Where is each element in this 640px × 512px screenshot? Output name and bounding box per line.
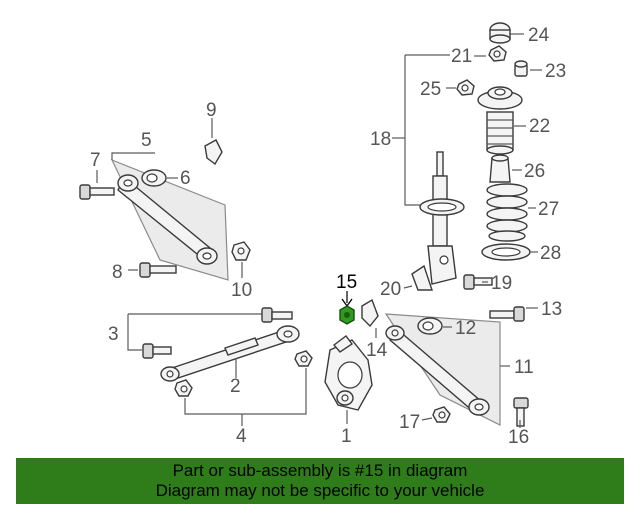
spring-seat-28[interactable] (481, 243, 531, 261)
bumper-24[interactable] (489, 22, 511, 44)
nut-10[interactable] (231, 241, 251, 261)
strut-18[interactable] (419, 151, 465, 285)
bolt-7[interactable] (79, 184, 115, 200)
callout-16[interactable]: 16 (508, 427, 529, 448)
bump-stop-26[interactable] (489, 154, 511, 183)
callout-7[interactable]: 7 (90, 150, 101, 171)
bracket-20[interactable] (411, 264, 433, 291)
nut-21[interactable] (488, 45, 507, 62)
callout-11[interactable]: 11 (514, 357, 534, 378)
highlighted-part-15[interactable] (339, 305, 355, 325)
callout-21[interactable]: 21 (451, 46, 472, 67)
callout-6[interactable]: 6 (180, 168, 191, 189)
bolt-3b[interactable] (142, 343, 172, 359)
callout-10[interactable]: 10 (231, 280, 252, 301)
banner-line-disclaimer: Diagram may not be specific to your vehi… (155, 481, 485, 500)
coil-spring-27[interactable] (486, 183, 528, 242)
lower-control-arm-11[interactable] (385, 325, 490, 416)
nut-25[interactable] (456, 79, 475, 96)
callout-20[interactable]: 20 (380, 279, 401, 300)
callout-2[interactable]: 2 (230, 376, 241, 397)
nut-4a[interactable] (174, 379, 193, 397)
bracket-9[interactable] (204, 139, 223, 166)
callout-24[interactable]: 24 (528, 25, 550, 46)
callout-28[interactable]: 28 (540, 243, 561, 264)
steering-knuckle-1[interactable] (324, 335, 373, 411)
part-info-banner: Part or sub-assembly is #15 in diagram D… (16, 458, 624, 504)
callout-26[interactable]: 26 (524, 161, 545, 182)
bushing-23[interactable] (514, 60, 528, 77)
bolt-8[interactable] (139, 262, 177, 278)
callout-12[interactable]: 12 (455, 318, 476, 339)
plate-14[interactable] (361, 298, 379, 328)
callout-5[interactable]: 5 (141, 130, 152, 151)
banner-line-part: Part or sub-assembly is #15 in diagram (172, 461, 468, 480)
mount-22[interactable] (477, 86, 523, 155)
callout-14[interactable]: 14 (366, 340, 388, 361)
link-arm-2[interactable] (160, 325, 300, 382)
bushing-6[interactable] (141, 169, 167, 187)
callout-27[interactable]: 27 (538, 199, 559, 220)
callout-22[interactable]: 22 (529, 116, 550, 137)
callout-25[interactable]: 25 (420, 79, 441, 100)
nut-17[interactable] (432, 406, 451, 423)
callout-9[interactable]: 9 (206, 100, 217, 121)
bolt-3[interactable] (261, 307, 293, 323)
callout-3[interactable]: 3 (108, 324, 119, 345)
callout-13[interactable]: 13 (541, 299, 562, 320)
callout-4[interactable]: 4 (236, 426, 247, 447)
exploded-parts-diagram: 1 2 3 4 5 6 7 8 9 10 11 12 13 14 15 16 1… (79, 22, 566, 448)
callout-18[interactable]: 18 (370, 129, 391, 150)
callout-15[interactable]: 15 (336, 272, 357, 293)
callout-23[interactable]: 23 (545, 61, 566, 82)
bolt-13[interactable] (489, 306, 525, 322)
nut-4b[interactable] (294, 350, 313, 367)
callout-1[interactable]: 1 (341, 426, 352, 447)
bolt-16[interactable] (513, 397, 529, 427)
callout-19[interactable]: 19 (491, 273, 512, 294)
upper-control-arm-5[interactable] (117, 174, 218, 265)
callout-17[interactable]: 17 (399, 412, 420, 433)
callout-8[interactable]: 8 (112, 262, 123, 283)
bushing-12[interactable] (417, 317, 443, 335)
